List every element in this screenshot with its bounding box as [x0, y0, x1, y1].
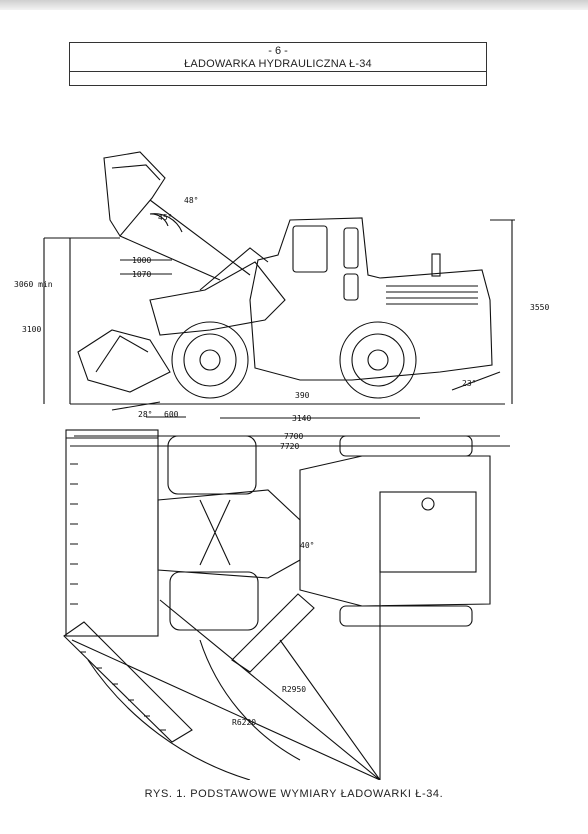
rear-wheel-top-left [339, 435, 473, 457]
header-rule [69, 72, 487, 86]
cab-window-front [292, 225, 328, 273]
dim-600: 600 [164, 410, 179, 419]
page-header: - 6 - ŁADOWARKA HYDRAULICZNA Ł-34 [69, 42, 487, 72]
front-wheel-top-left [167, 435, 257, 495]
dim-3550: 3550 [530, 303, 549, 312]
dim-1070: 1070 [132, 270, 151, 279]
loader-technical-drawing: 48° 45° 28° 23° 40° 1000 1070 3060 min 3… [14, 151, 549, 780]
exhaust-pipe [431, 253, 441, 277]
dim-r6220: R6220 [232, 718, 256, 727]
dim-3060-min: 3060 min [14, 280, 53, 289]
raised-bucket [103, 151, 166, 237]
angle-23: 23° [462, 379, 476, 388]
machine-body [249, 217, 493, 381]
page-number: - 6 - [268, 45, 288, 57]
angle-45: 45° [158, 213, 172, 222]
document-title: ŁADOWARKA HYDRAULICZNA Ł-34 [184, 58, 372, 70]
rear-wheel [339, 321, 417, 399]
bucket-top-view [65, 429, 159, 637]
front-wheel-top-right [169, 571, 259, 631]
figure-caption: RYS. 1. PODSTAWOWE WYMIARY ŁADOWARKI Ł-3… [144, 788, 444, 800]
lowered-bucket [77, 329, 171, 393]
turned-wheel [231, 593, 315, 673]
dim-7720: 7720 [280, 442, 299, 451]
swung-bucket [63, 621, 193, 743]
engine-grille [386, 285, 478, 305]
turning-radius [71, 599, 381, 780]
lift-arm [149, 261, 286, 336]
rear-frame-top [299, 455, 491, 607]
bucket-teeth [70, 463, 78, 605]
dim-r2950: R2950 [282, 685, 306, 694]
dim-3140: 3140 [292, 414, 311, 423]
rear-wheel-top-right [339, 605, 473, 627]
dim-3100: 3100 [22, 325, 41, 334]
scan-edge [0, 0, 588, 10]
dim-390: 390 [295, 391, 310, 400]
front-wheel [171, 321, 249, 399]
angle-40: 40° [300, 541, 314, 550]
cab-window-side [343, 227, 359, 269]
angle-28: 28° [138, 410, 152, 419]
dim-1000: 1000 [132, 256, 151, 265]
dim-7700: 7700 [284, 432, 303, 441]
angle-48: 48° [184, 196, 198, 205]
